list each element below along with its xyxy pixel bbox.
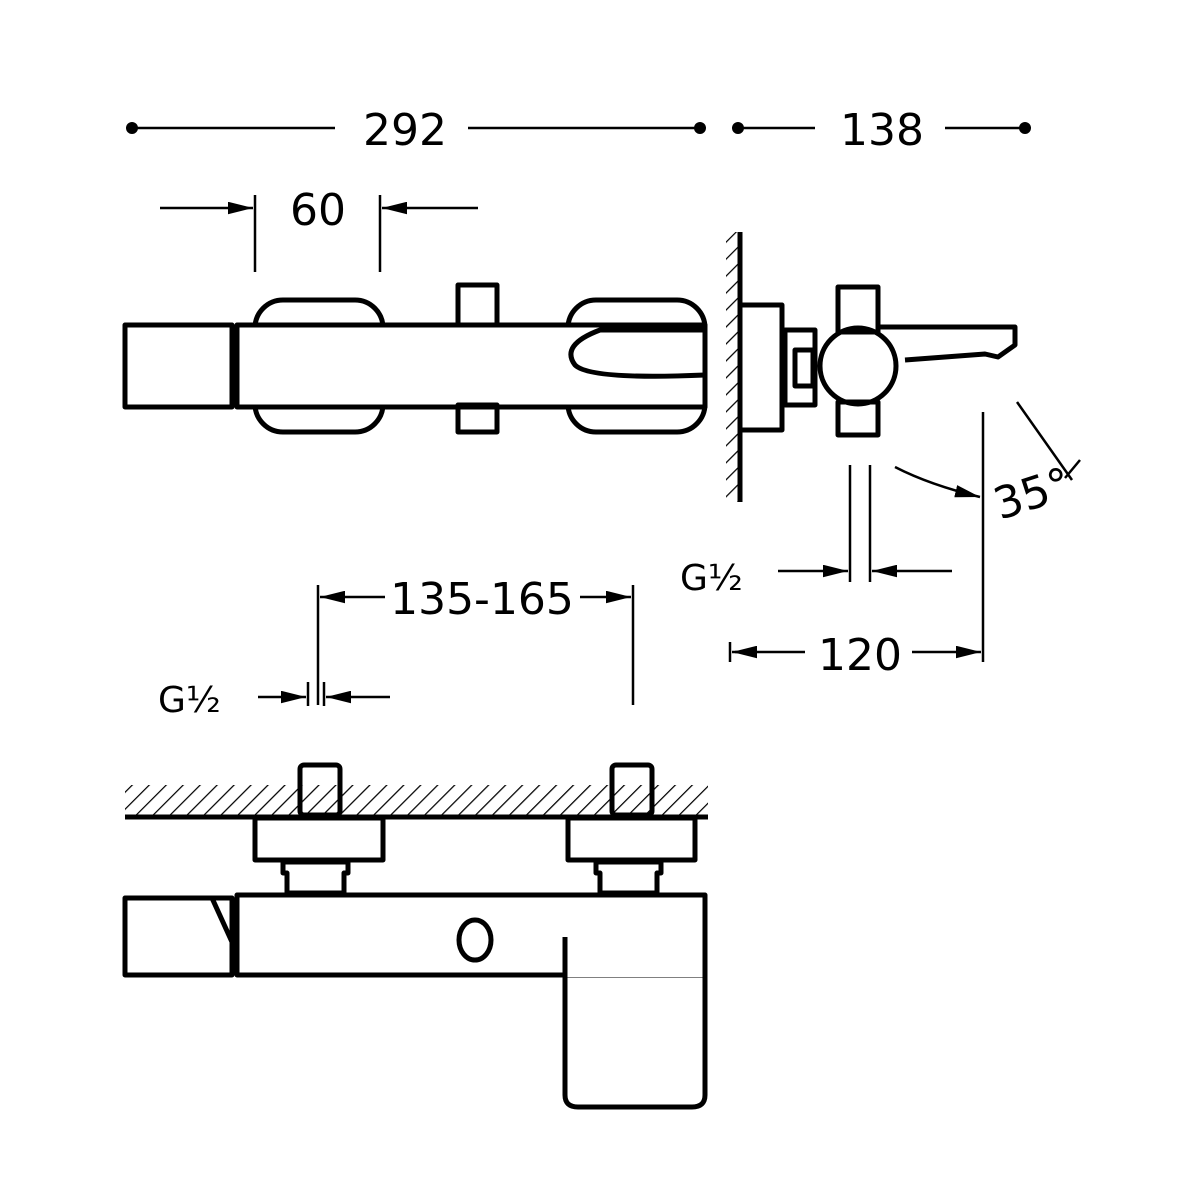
top-view <box>122 762 708 1110</box>
dimension-bottom-thread: G½ <box>158 680 390 721</box>
thread-side-label: G½ <box>680 558 743 599</box>
dimension-centres: 135-165 <box>316 574 635 705</box>
dim-138-label: 138 <box>840 105 924 156</box>
dim-60-label: 60 <box>290 185 346 236</box>
dim-292-label: 292 <box>363 105 447 156</box>
thread-bottom-label: G½ <box>158 680 221 721</box>
dimension-spout-projection: 120 <box>728 412 985 681</box>
dimension-side-thread: G½ <box>680 465 952 599</box>
angle-35-label: 35° <box>988 458 1078 531</box>
dim-120-label: 120 <box>818 630 902 681</box>
dimension-spout-angle: 35° <box>894 401 1081 531</box>
dim-135-165-label: 135-165 <box>390 574 574 625</box>
dimension-overall-width: 292 <box>126 105 706 156</box>
side-view <box>726 232 1018 502</box>
dimension-handle-width: 60 <box>160 185 478 272</box>
front-view <box>122 282 708 435</box>
dimension-projection: 138 <box>732 105 1031 156</box>
